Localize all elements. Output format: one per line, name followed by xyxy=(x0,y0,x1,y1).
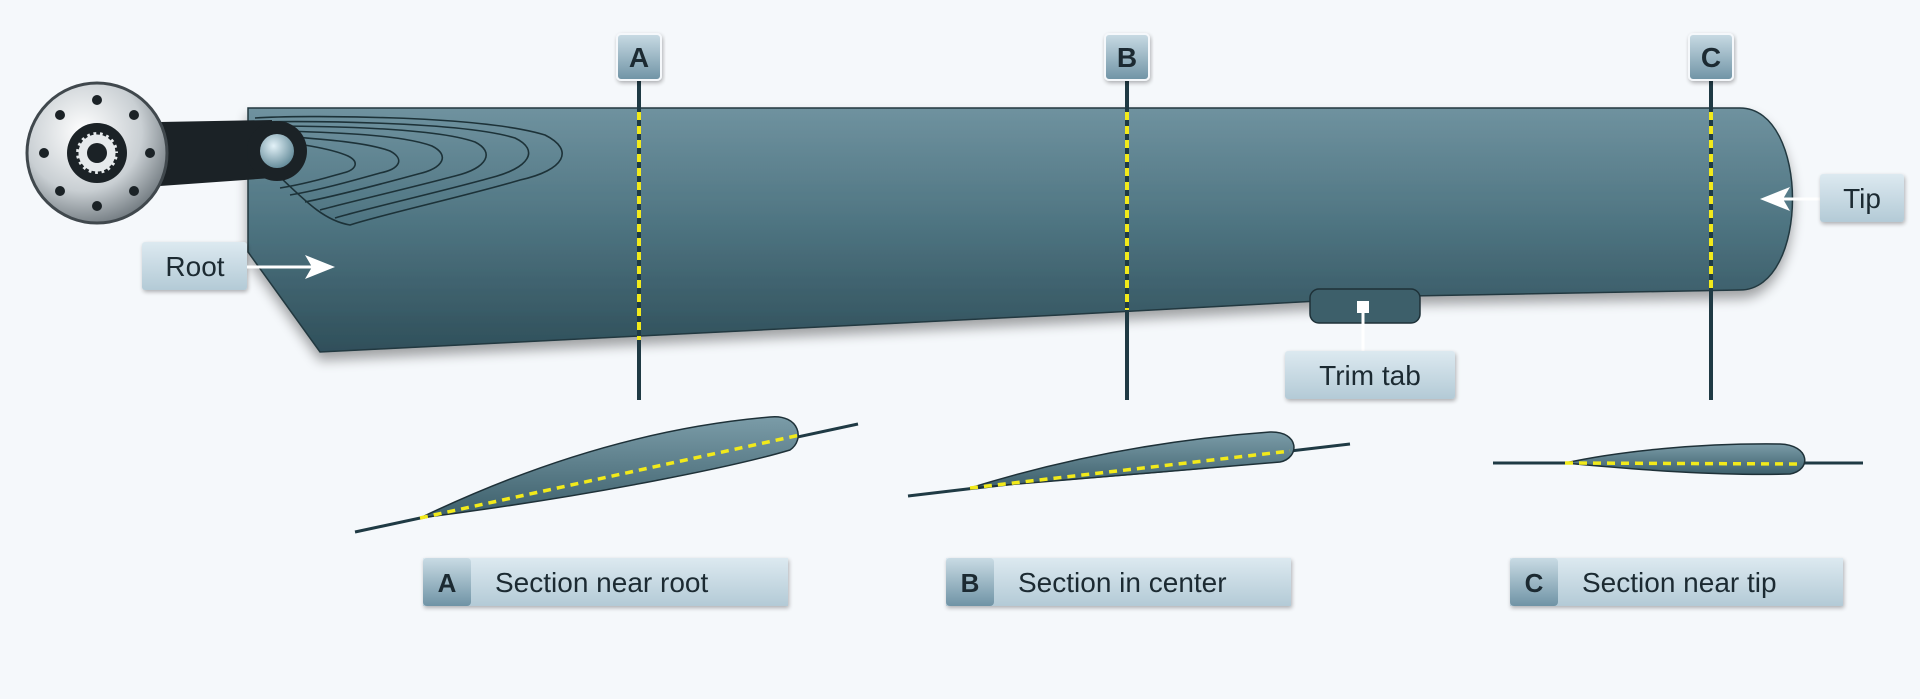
hub-arm xyxy=(160,120,272,186)
airfoil-b-chord-line xyxy=(969,449,1291,490)
root-doubler-lines xyxy=(254,115,563,226)
caption-c-text: Section near tip xyxy=(1582,567,1777,598)
hub-center xyxy=(87,143,107,163)
tip-label: Tip xyxy=(1843,183,1881,214)
rotor-hub xyxy=(25,81,307,225)
airfoil-b-profile xyxy=(969,431,1295,489)
station-b-letter-box: B xyxy=(1104,33,1150,81)
caption-c-letter-box xyxy=(1510,558,1558,606)
airfoil-section-a xyxy=(354,416,859,534)
trim-tab-label-box: Trim tab xyxy=(1285,351,1455,399)
caption-b-bar xyxy=(946,558,1291,606)
hub-bolt-holes xyxy=(39,95,155,211)
caption-b-letter-box xyxy=(946,558,994,606)
caption-c-letter: C xyxy=(1525,568,1544,598)
airfoil-a-profile xyxy=(419,416,799,519)
airfoil-a-chord-line xyxy=(419,433,801,520)
trim-tab-leader-dot xyxy=(1357,301,1369,313)
trim-tab: Trim tab xyxy=(1285,288,1455,399)
airfoil-section-b xyxy=(907,431,1351,498)
station-a: A xyxy=(616,33,662,400)
root-label-box: Root xyxy=(142,242,247,290)
root-arrowhead xyxy=(305,255,335,279)
tip-label-box: Tip xyxy=(1820,174,1904,222)
airfoil-section-c xyxy=(1493,443,1863,476)
caption-a-letter: A xyxy=(438,568,457,598)
caption-b-letter: B xyxy=(961,568,980,598)
tip-callout: Tip xyxy=(1760,174,1904,222)
airfoil-c-profile xyxy=(1564,443,1806,476)
station-a-letter-box: A xyxy=(616,33,662,81)
caption-a: A Section near root xyxy=(423,558,788,606)
caption-c: C Section near tip xyxy=(1510,558,1843,606)
station-b: B xyxy=(1104,33,1150,400)
station-c-letter-box: C xyxy=(1688,33,1734,81)
station-a-letter: A xyxy=(629,42,649,73)
caption-c-bar xyxy=(1510,558,1843,606)
trim-tab-label: Trim tab xyxy=(1319,360,1421,391)
root-label: Root xyxy=(165,251,224,282)
root-callout: Root xyxy=(142,242,335,290)
caption-a-text: Section near root xyxy=(495,567,708,598)
caption-b-text: Section in center xyxy=(1018,567,1227,598)
attachment-bolt-pin xyxy=(260,134,294,168)
rotor-blade xyxy=(247,107,1794,353)
caption-a-bar xyxy=(423,558,788,606)
caption-b: B Section in center xyxy=(946,558,1291,606)
caption-a-letter-box xyxy=(423,558,471,606)
station-c: C xyxy=(1688,33,1734,400)
station-b-letter: B xyxy=(1117,42,1137,73)
tip-arrowhead xyxy=(1760,187,1790,211)
station-c-letter: C xyxy=(1701,42,1721,73)
airfoil-c-chord-line xyxy=(1564,461,1801,466)
